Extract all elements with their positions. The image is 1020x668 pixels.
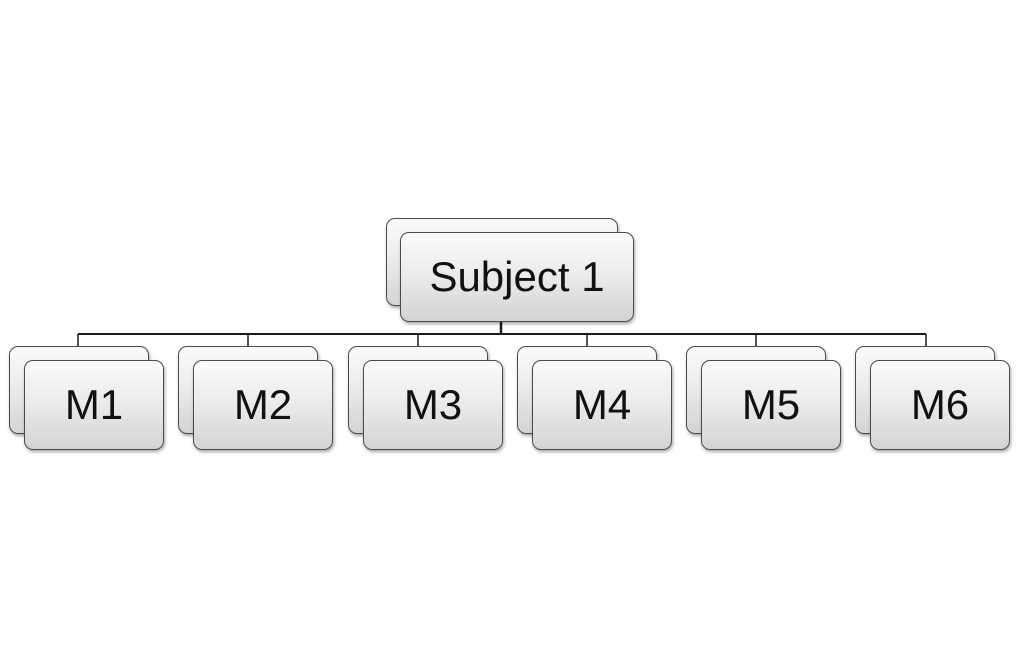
child-node-label: M2: [193, 360, 333, 450]
child-node-label: M3: [363, 360, 503, 450]
child-node-label: M5: [701, 360, 841, 450]
child-node-m6: M6: [855, 346, 1015, 452]
root-node-subject-1: Subject 1: [386, 218, 636, 324]
child-node-label: M6: [870, 360, 1010, 450]
root-node-label: Subject 1: [400, 232, 634, 322]
child-node-m1: M1: [9, 346, 169, 452]
child-node-m5: M5: [686, 346, 846, 452]
child-node-label: M1: [24, 360, 164, 450]
child-node-m4: M4: [517, 346, 677, 452]
child-node-m2: M2: [178, 346, 338, 452]
child-node-m3: M3: [348, 346, 508, 452]
child-node-label: M4: [532, 360, 672, 450]
